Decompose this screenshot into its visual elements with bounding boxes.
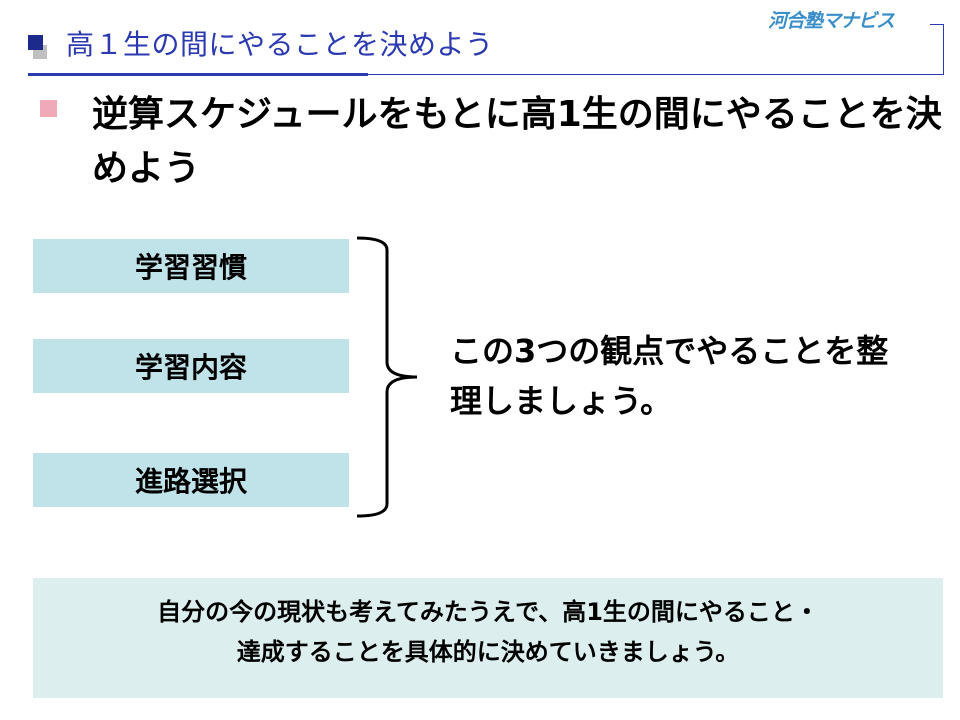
viewpoint-study-content: 学習内容 bbox=[33, 339, 349, 393]
viewpoint-study-habits: 学習習慣 bbox=[33, 239, 349, 293]
note-box: 自分の今の現状も考えてみたうえで、高1生の間にやること・ 達成することを具体的に… bbox=[33, 578, 943, 698]
header-rule bbox=[368, 74, 944, 75]
header-square-icon bbox=[28, 35, 43, 50]
page-title: 高１生の間にやることを決めよう bbox=[66, 28, 494, 61]
viewpoint-career-choice: 進路選択 bbox=[33, 453, 349, 507]
right-brace-icon bbox=[356, 236, 418, 518]
note-text: 自分の今の現状も考えてみたうえで、高1生の間にやること・ 達成することを具体的に… bbox=[33, 592, 943, 672]
header-right-rule bbox=[943, 24, 944, 75]
header-underline bbox=[28, 73, 368, 76]
note-line-1: 自分の今の現状も考えてみたうえで、高1生の間にやること・ bbox=[157, 598, 819, 626]
brand-logo: 河合塾マナビス bbox=[768, 10, 895, 32]
bullet-icon bbox=[40, 100, 57, 117]
summary-text: この3つの観点でやることを整理しましょう。 bbox=[450, 332, 889, 420]
header-corner-tick bbox=[930, 24, 944, 25]
note-line-2: 達成することを具体的に決めていきましょう。 bbox=[236, 638, 740, 666]
main-heading: 逆算スケジュールをもとに高1生の間にやることを決めよう bbox=[92, 94, 942, 189]
